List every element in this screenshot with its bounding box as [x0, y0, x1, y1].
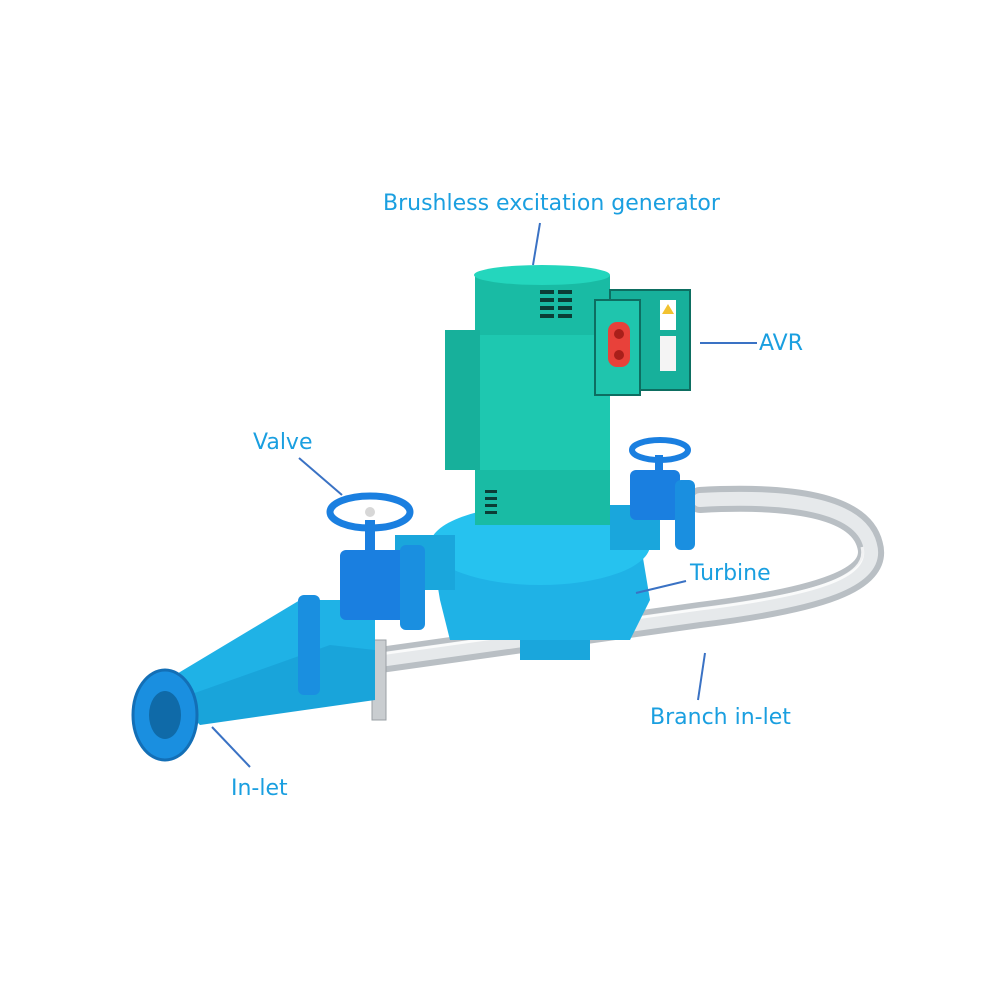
leader-branch-inlet [697, 652, 706, 701]
generator-body [445, 265, 610, 525]
turbine-housing [395, 505, 660, 660]
label-branch-inlet: Branch in-let [650, 705, 791, 730]
label-valve: Valve [253, 430, 313, 455]
right-valve [629, 437, 695, 550]
avr-box [594, 289, 691, 396]
branch-inlet-pipe [367, 485, 884, 721]
leader-valve [298, 457, 343, 496]
label-avr: AVR [759, 331, 803, 356]
label-inlet: In-let [231, 776, 288, 801]
left-valve [131, 492, 425, 762]
label-brushless-excitation-generator: Brushless excitation generator [383, 191, 720, 216]
leader-inlet [211, 726, 251, 768]
leader-generator [532, 222, 541, 266]
label-turbine: Turbine [690, 561, 771, 586]
leader-lines [211, 222, 757, 768]
leader-turbine [635, 580, 687, 594]
